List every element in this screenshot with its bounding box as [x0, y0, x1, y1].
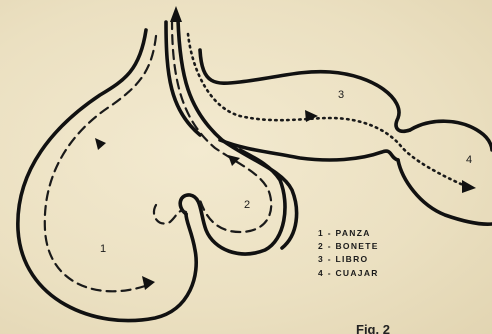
abomasum-arrow [462, 180, 476, 193]
legend-item-libro: 3 - LIBRO [318, 254, 368, 264]
legend-item-cuajar: 4 - CUAJAR [318, 268, 379, 278]
figure-caption: Fig. 2 [356, 322, 390, 334]
label-panza-number: 1 [100, 243, 106, 255]
omasum-flow-path [188, 34, 470, 188]
legend-item-bonete: 2 - BONETE [318, 241, 379, 251]
label-bonete-number: 2 [244, 199, 250, 211]
label-cuajar-number: 4 [466, 154, 472, 166]
label-libro-number: 3 [338, 89, 344, 101]
rumen-arrow-right [142, 276, 155, 290]
omasum-arrow [305, 110, 318, 122]
legend-item-panza: 1 - PANZA [318, 228, 371, 238]
abomasum-wall-top [410, 121, 492, 150]
reticulum-outer-wall [178, 20, 297, 248]
rumen-arrow-up [95, 138, 106, 150]
abomasum-wall-bottom [398, 160, 492, 224]
reticulum-flow-path-2 [172, 20, 271, 232]
exit-arrow [170, 6, 182, 22]
reticulum-arrow [228, 155, 240, 166]
rumen-inner-wall [166, 22, 200, 135]
rumen-fold [180, 150, 285, 254]
